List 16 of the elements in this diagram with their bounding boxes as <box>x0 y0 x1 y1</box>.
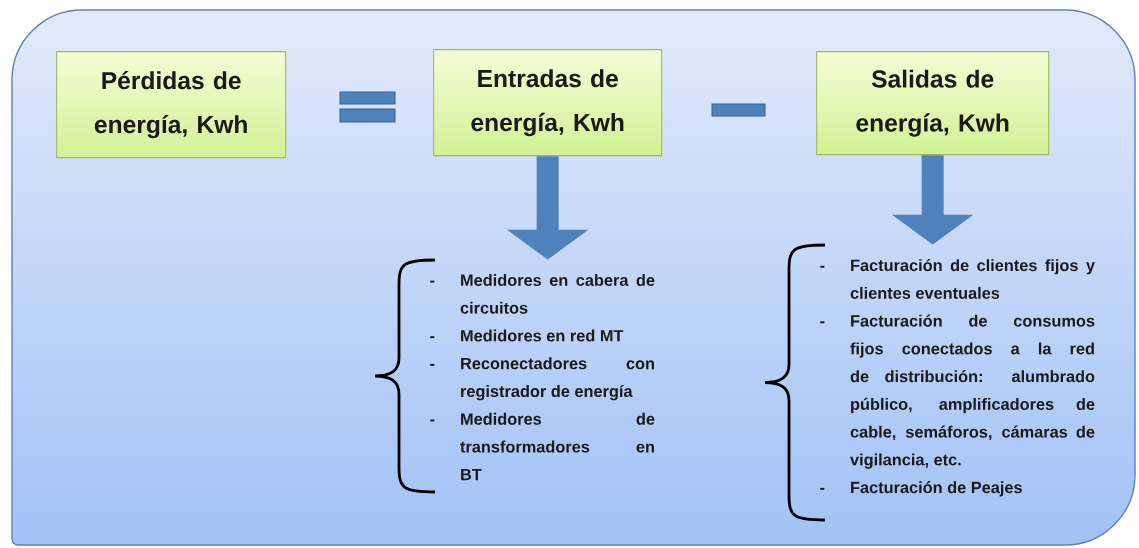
bullet-dash: - <box>820 487 825 490</box>
term-box: Salidas de energía, Kwh <box>816 51 1050 156</box>
bullet-dash: - <box>820 321 825 324</box>
bullet-dash: - <box>820 265 825 268</box>
term-box: Entradas de energía, Kwh <box>433 49 663 157</box>
bullet-dash: - <box>430 363 435 366</box>
list-item: Facturación de clientes fijos y clientes eventuales <box>850 259 1095 299</box>
list-item: Medidores en red MT <box>461 329 624 342</box>
bullet-dash: - <box>430 336 435 339</box>
list-item: Facturación de Peajes <box>851 481 1022 497</box>
list-item: Facturación de consumos fijos conectados a la red de distribución: alumbrado público, amplificadores de cable, semáforos, cámaras de vigilancia, etc. <box>850 314 1095 469</box>
bullet-dash: - <box>430 419 435 422</box>
bullet-dash: - <box>430 280 435 283</box>
list-item: Medidores de transformadores en BT <box>460 412 655 481</box>
term-box: Pérdidas de energía, Kwh <box>56 51 287 159</box>
list-item: Medidores en cabera de circuitos <box>460 274 655 314</box>
